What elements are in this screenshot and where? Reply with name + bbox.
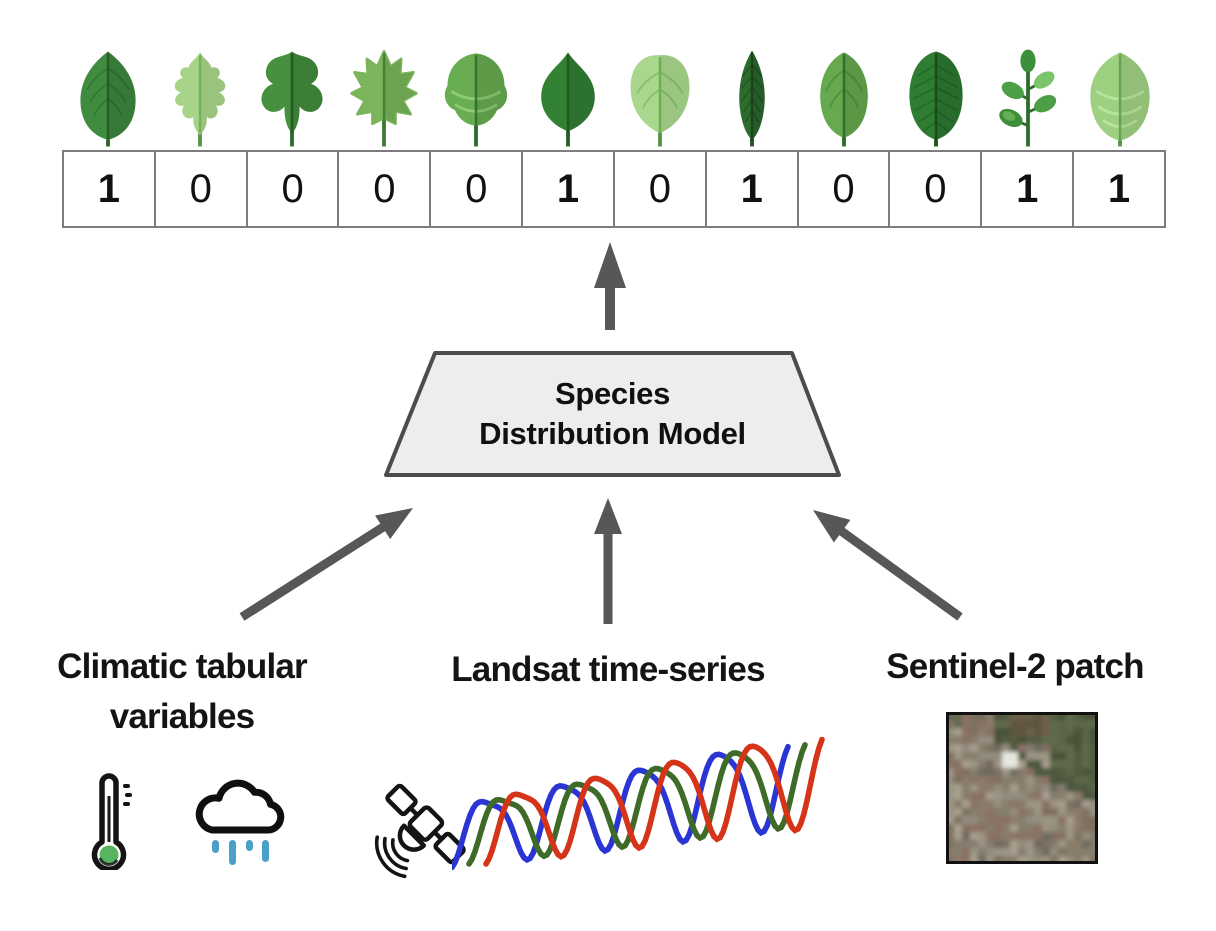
climatic-label: Climatic tabular variables <box>28 642 336 741</box>
satellite-icon <box>374 783 466 879</box>
leaf-twig-compound-icon <box>999 49 1057 147</box>
binary-cell: 0 <box>153 152 246 226</box>
landsat-input-arrow-icon <box>594 498 622 624</box>
output-arrow-icon <box>594 242 626 330</box>
binary-cell: 1 <box>97 166 121 211</box>
sentinel2-image <box>946 712 1098 864</box>
binary-cell: 1 <box>980 152 1072 226</box>
climatic-input-arrow-icon <box>239 508 413 621</box>
leaf-fig-lobed-icon <box>261 51 323 147</box>
trapezoid-shape <box>384 351 841 477</box>
binary-cell: 0 <box>429 152 521 226</box>
leaf-oval-entire-icon <box>909 51 963 147</box>
landsat-timeseries-curves <box>452 736 825 871</box>
model-label-line1: Species <box>554 375 671 411</box>
binary-cell: 1 <box>704 152 797 226</box>
binary-presence-row: 1 0 0 0 0 1 0 1 0 0 1 1 <box>62 150 1166 228</box>
leaf-scalloped-round-icon <box>444 53 508 147</box>
leaf-serrated-ovate-icon <box>80 51 136 147</box>
binary-cell: 0 <box>796 152 889 226</box>
binary-cell: 0 <box>888 152 980 226</box>
binary-cell: 1 <box>521 152 613 226</box>
leaf-oak-lobed-icon <box>174 52 226 147</box>
leaf-broad-serrated-icon <box>1090 52 1150 147</box>
species-leaf-row <box>62 42 1166 150</box>
model-block: Species Distribution Model <box>383 350 842 478</box>
climatic-label-line2: variables <box>109 696 255 736</box>
thermometer-icon <box>91 773 132 870</box>
sentinel-label: Sentinel-2 patch <box>886 647 1144 686</box>
binary-cell: 0 <box>612 152 705 226</box>
rain-cloud-icon <box>195 779 285 865</box>
model-label-line2: Distribution Model <box>479 416 746 451</box>
binary-cell: 1 <box>1072 152 1164 226</box>
leaf-pointed-lobed-icon <box>350 50 418 147</box>
sentinel-input-arrow-icon <box>813 510 963 621</box>
binary-cell: 0 <box>337 152 429 226</box>
binary-cell: 0 <box>245 152 338 226</box>
leaf-round-light-icon <box>630 55 690 147</box>
model-label: Species Distribution Model <box>383 350 842 478</box>
landsat-label: Landsat time-series <box>451 650 765 689</box>
leaf-cordate-icon <box>541 52 595 147</box>
leaf-lanceolate-icon <box>739 50 765 147</box>
climatic-label-line1: Climatic tabular <box>57 647 308 686</box>
leaf-serrated-elliptic-icon <box>820 52 868 147</box>
